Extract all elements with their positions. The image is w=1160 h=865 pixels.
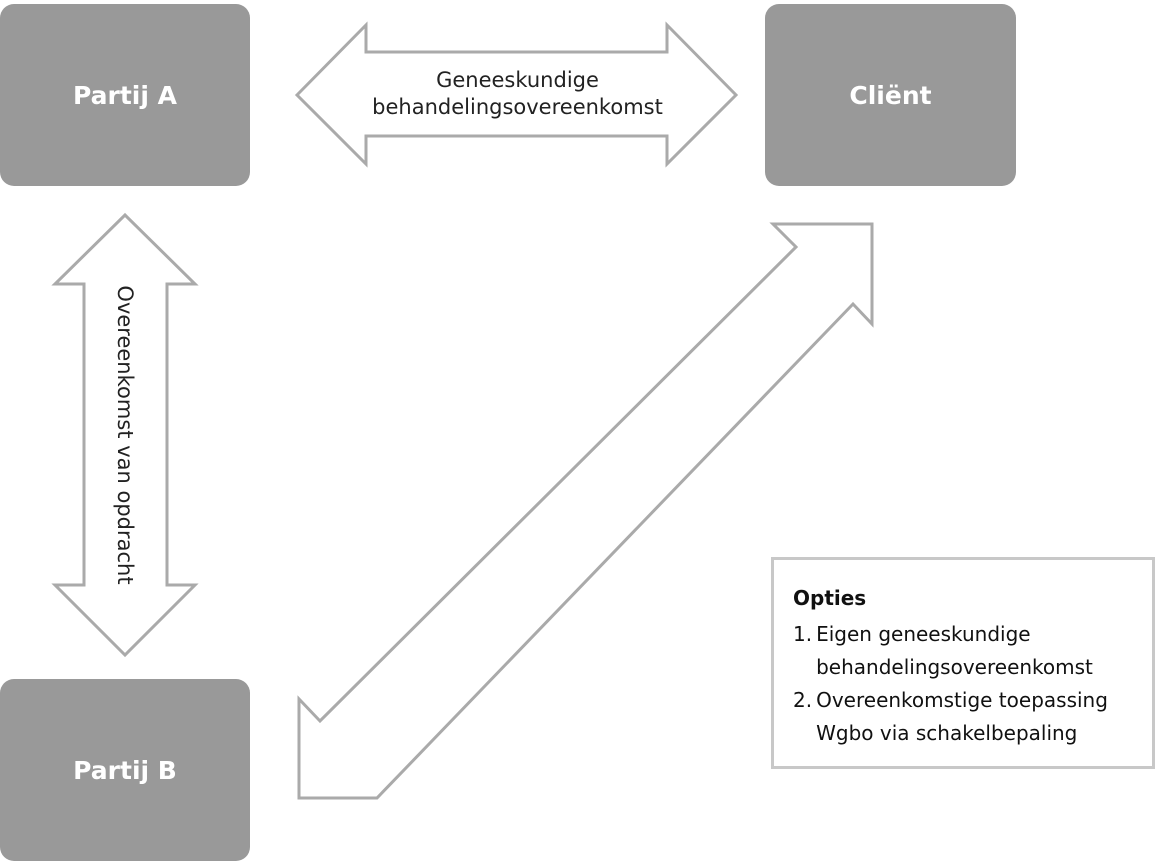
options-title: Opties — [793, 586, 867, 610]
arrow-client-b — [297, 222, 874, 800]
relation-a-b-label: Overeenkomst van opdracht — [113, 285, 137, 585]
relation-a-client-label: Geneeskundige behandelingsovereenkomst — [372, 68, 663, 119]
client-box: Cliënt — [765, 4, 1016, 186]
party-a-label: Partij A — [73, 80, 177, 110]
option-item-2: 2. Overeenkomstige toepassing Wgbo via s… — [793, 684, 1134, 750]
option-item-1: 1. Eigen geneeskundige behandelingsovere… — [793, 618, 1134, 684]
client-label: Cliënt — [849, 80, 932, 110]
arrow-a-b — [51, 212, 199, 658]
arrow-a-client — [294, 21, 739, 168]
options-box: Opties 1. Eigen geneeskundige behandelin… — [771, 557, 1155, 769]
party-b-label: Partij B — [73, 755, 177, 785]
option-text-2: Overeenkomstige toepassing Wgbo via scha… — [816, 688, 1108, 745]
option-number-2: 2. — [793, 688, 813, 712]
party-b-box: Partij B — [0, 679, 250, 861]
party-a-box: Partij A — [0, 4, 250, 186]
option-number-1: 1. — [793, 622, 813, 646]
option-text-1: Eigen geneeskundige behandelingsovereenk… — [816, 622, 1093, 679]
